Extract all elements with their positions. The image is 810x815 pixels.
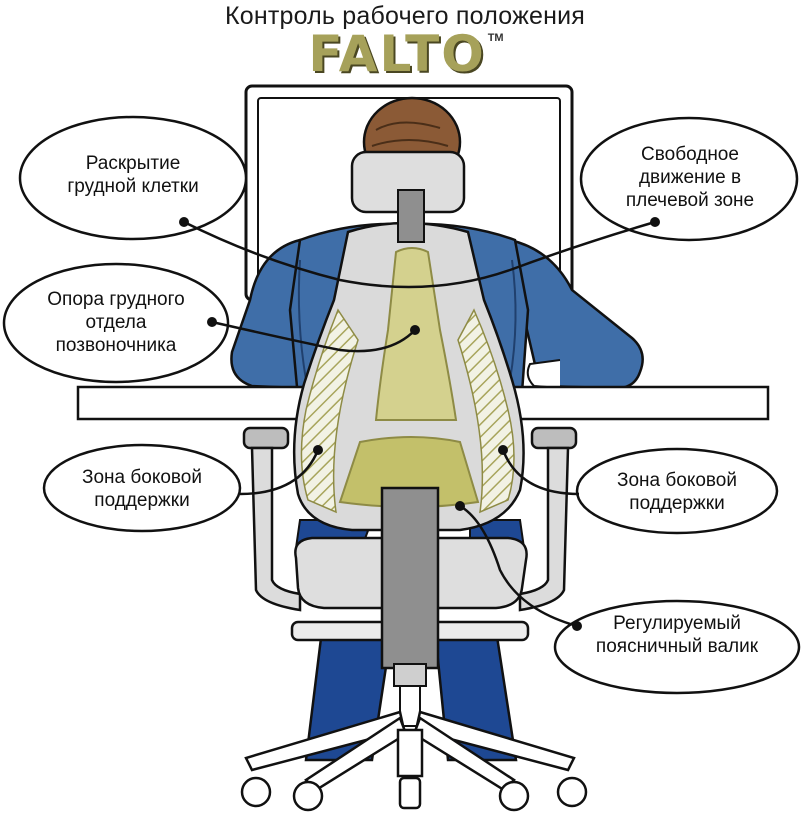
- leader-dot: [572, 621, 582, 631]
- diagram-title: Контроль рабочего положения: [224, 2, 586, 30]
- leader-dot: [498, 445, 508, 455]
- callout-bubble-thoracic: [2, 262, 230, 384]
- callout-side-right: Зона боковой поддержки: [617, 470, 737, 514]
- trademark-mark: TM: [487, 32, 504, 44]
- callout-bubble-side-left: [42, 443, 242, 533]
- callout-bubble-chest: [18, 115, 248, 241]
- callout-bubble-shoulders: [579, 116, 799, 242]
- brand-name: FALTO: [308, 25, 486, 83]
- leader-dot: [313, 445, 323, 455]
- callout-lumbar: Регулируемый поясничный валик: [595, 613, 759, 657]
- leader-dot: [650, 217, 660, 227]
- headrest: [350, 150, 466, 243]
- callout-bubble-side-right: [575, 447, 779, 535]
- leader-dot: [410, 325, 420, 335]
- leader-dot: [179, 217, 189, 227]
- callout-shoulders: Свободное движение в плечевой зоне: [625, 144, 755, 211]
- armrests: [242, 426, 578, 612]
- chair-base: [240, 710, 588, 812]
- leader-lines: [183, 220, 656, 628]
- leader-dot: [455, 501, 465, 511]
- leader-dots: [179, 217, 660, 631]
- callout-bubble-lumbar: [553, 599, 801, 695]
- chair-column: [380, 486, 440, 727]
- callout-bubbles: [2, 115, 801, 695]
- callout-chest: Раскрытие грудной клетки: [67, 153, 199, 197]
- callout-side-left: Зона боковой поддержки: [82, 467, 202, 511]
- leader-dot: [207, 317, 217, 327]
- backrest: [292, 221, 525, 532]
- callout-thoracic: Опора грудного отдела позвоночника: [47, 289, 185, 356]
